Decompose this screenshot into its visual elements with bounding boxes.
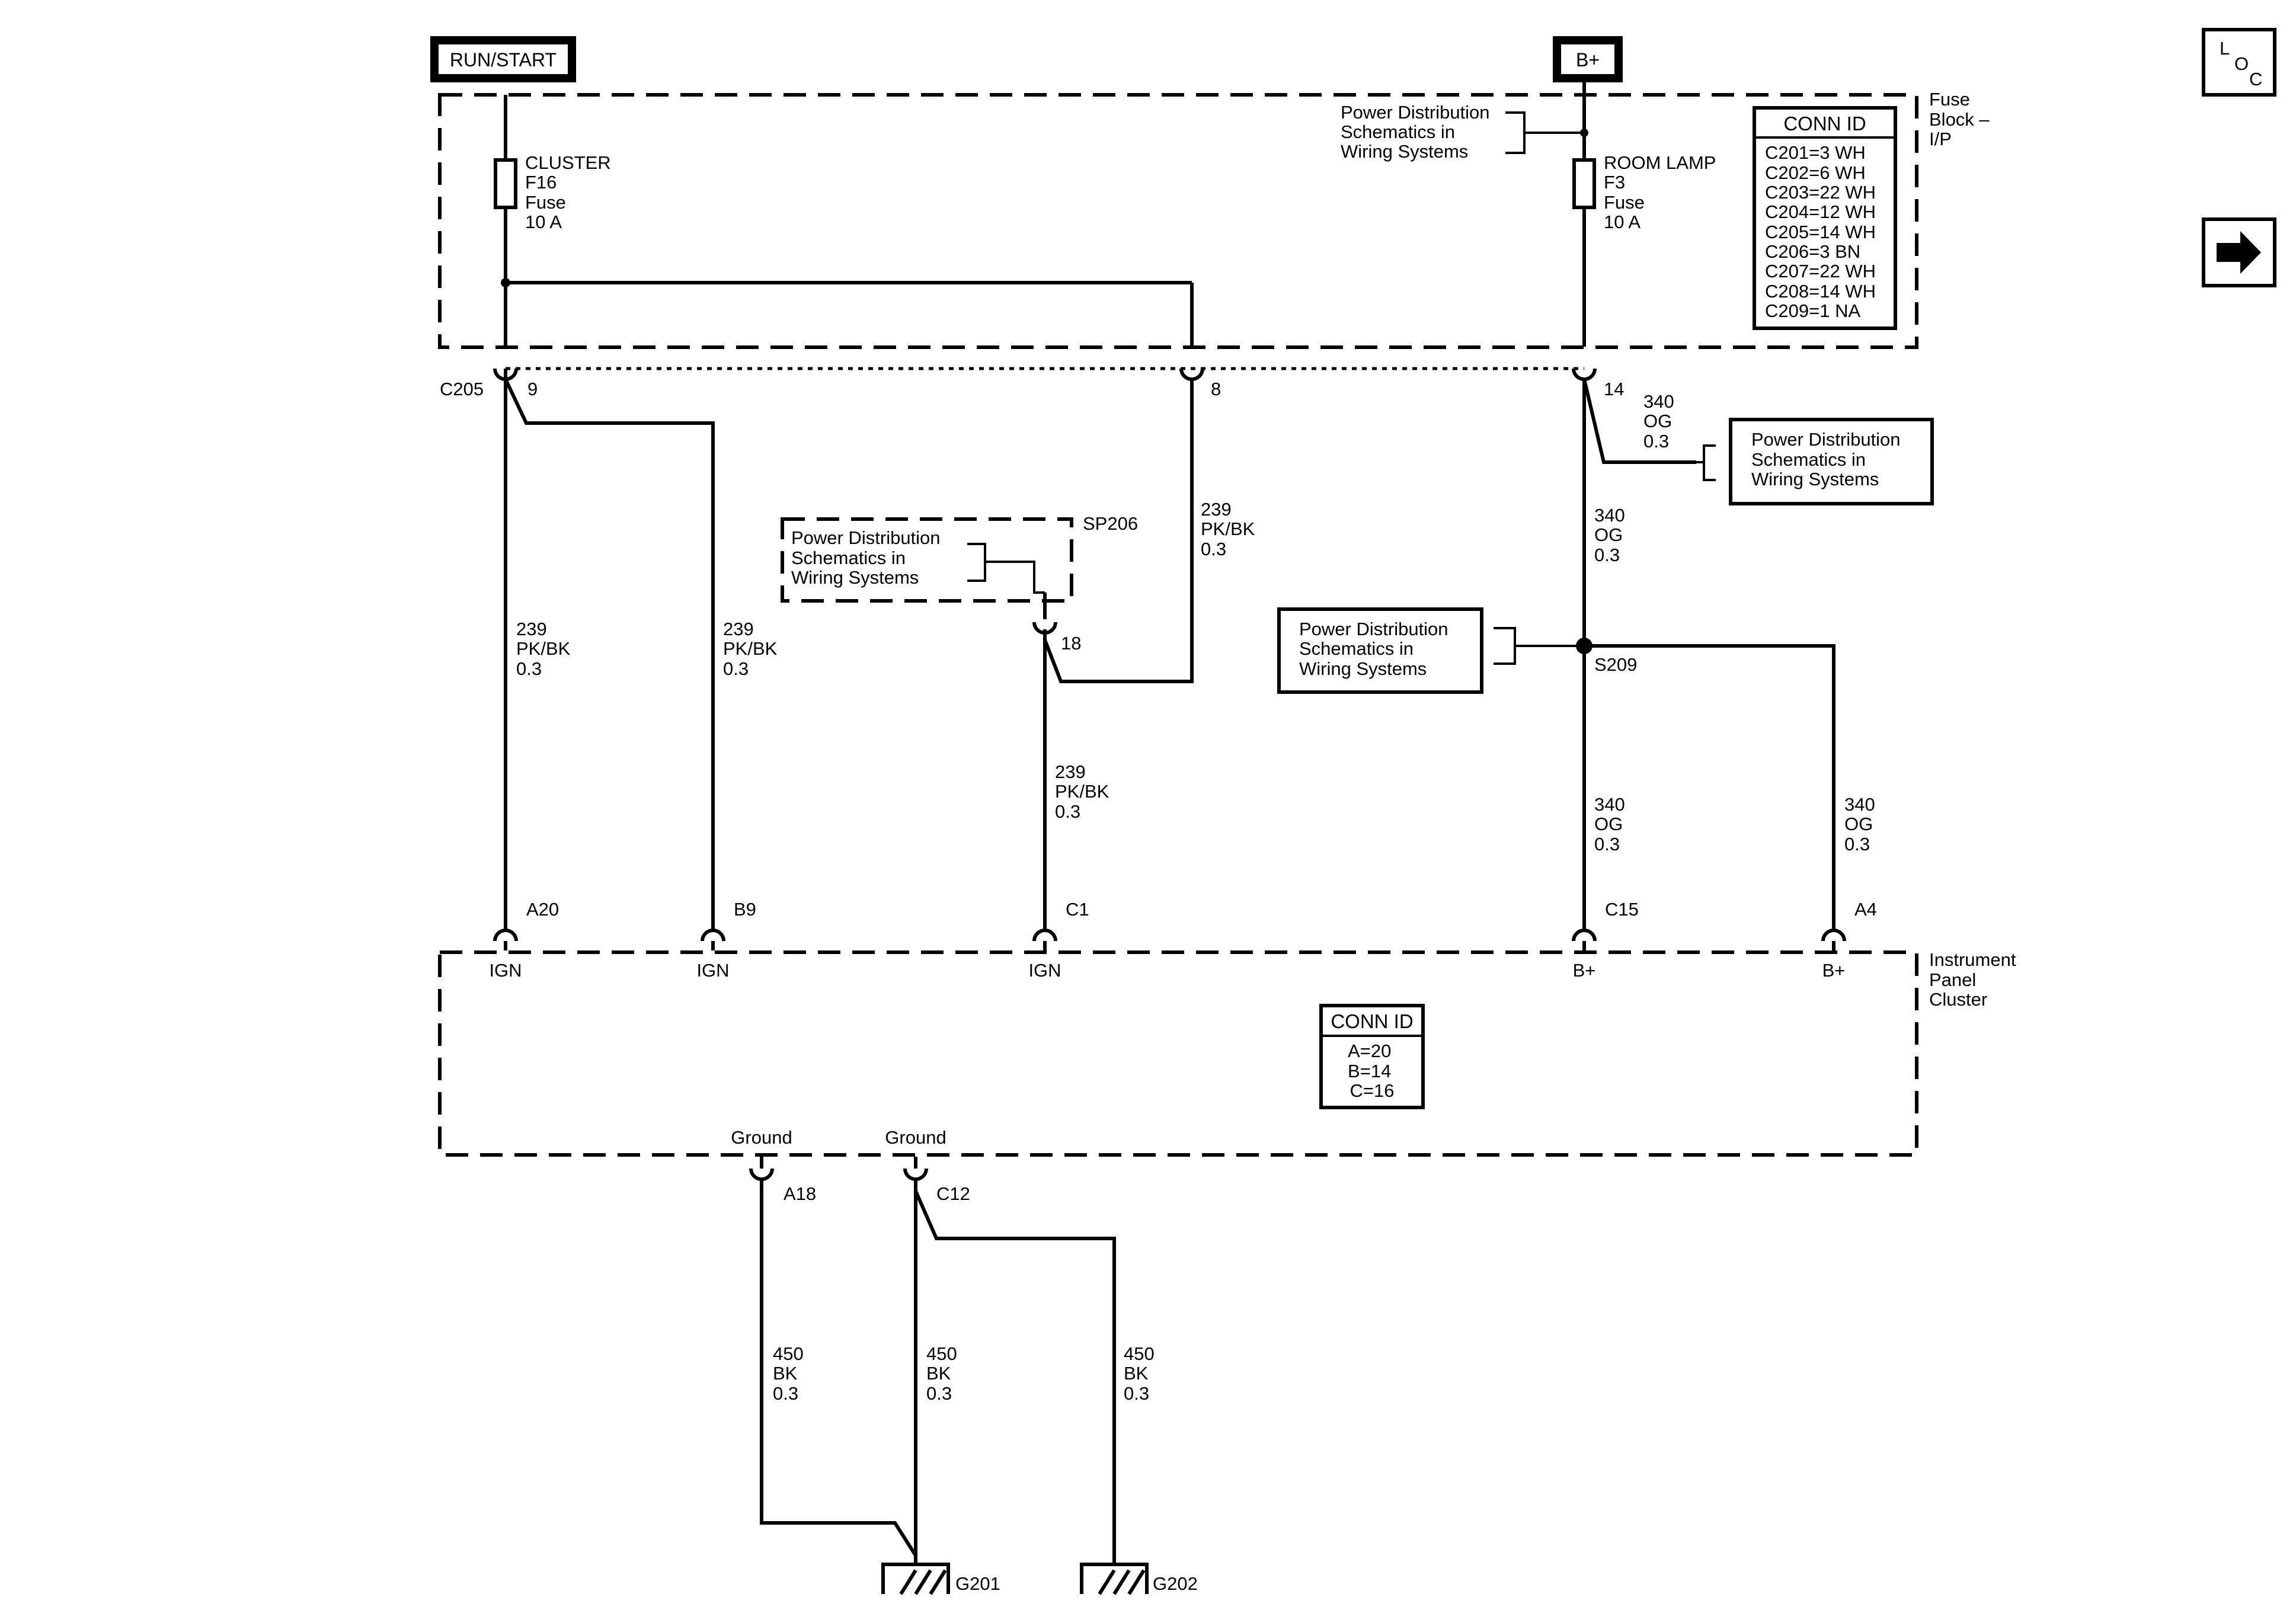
pin-9-label: 9 (527, 379, 538, 399)
svg-text:Ground: Ground (885, 1127, 946, 1148)
pin-8-label: 8 (1211, 379, 1221, 399)
fuse-block-conn-id: CONN ID C201=3 WH C202=6 WH C203=22 WH C… (1753, 106, 1897, 330)
ground-g202-icon: G202 (1080, 1563, 1198, 1595)
svg-text:Ground: Ground (731, 1127, 792, 1148)
loc-letter-c: C (2249, 69, 2262, 89)
power-dist-ref-top: Power Distribution Schematics in Wiring … (1341, 102, 1495, 162)
svg-text:A20: A20 (526, 899, 559, 920)
s209-label: S209 (1594, 654, 1637, 675)
wire-label-450-a: 450 BK 0.3 (773, 1343, 808, 1404)
power-dist-ref-right: Power Distribution Schematics in Wiring … (1751, 429, 1905, 489)
cluster-conn-id: CONN ID A=20 B=14 C=16 (1319, 1004, 1425, 1109)
fuse-cluster-label: CLUSTER F16 Fuse 10 A (525, 152, 616, 232)
fuse-room-lamp-symbol (1572, 158, 1596, 209)
cluster-pin-c1: C1 IGN (1028, 899, 1089, 981)
cluster-pin-a4: A4 B+ (1821, 899, 1877, 981)
fuse-cluster-symbol (494, 158, 517, 209)
b-plus-source: B+ (1553, 36, 1623, 82)
loc-letter-o: O (2234, 53, 2249, 74)
wire-label-450-b: 450 BK 0.3 (926, 1343, 962, 1404)
conn-id-rows: C201=3 WH C202=6 WH C203=22 WH C204=12 W… (1765, 142, 1881, 321)
svg-text:CONN ID: CONN ID (1331, 1010, 1413, 1032)
svg-text:C12: C12 (936, 1183, 970, 1204)
svg-text:A4: A4 (1854, 899, 1877, 920)
c205-pin-8-terminal (1179, 368, 1204, 381)
svg-text:IGN: IGN (1028, 960, 1061, 981)
sp206-pin-18-terminal (1032, 622, 1057, 635)
sp206-pin-18-label: 18 (1061, 633, 1081, 654)
arrow-right-icon (2217, 231, 2261, 274)
fuse-block-label: Fuse Block – I/P (1929, 89, 1994, 149)
wire-label-239-c: 239 PK/BK 0.3 (1201, 499, 1260, 559)
c205-pin-14-terminal (1572, 368, 1597, 381)
wire-label-239-b: 239 PK/BK 0.3 (723, 619, 782, 679)
ground-g201-icon: G201 (881, 1563, 1000, 1595)
svg-text:IGN: IGN (696, 960, 729, 981)
wire-label-340-c: 340 OG 0.3 (1594, 794, 1630, 854)
next-page-button[interactable] (2202, 217, 2276, 287)
fuse-block-outline (438, 93, 1918, 349)
loc-button[interactable]: L O C (2202, 28, 2276, 97)
wire-label-340-d: 340 OG 0.3 (1844, 794, 1880, 854)
s209-splice (1576, 638, 1593, 654)
pin-14-label: 14 (1604, 379, 1624, 399)
svg-text:B9: B9 (734, 899, 756, 920)
g201-label: G201 (955, 1573, 1000, 1594)
power-dist-ref-box-right (1729, 418, 1934, 505)
power-dist-ref-s209: Power Distribution Schematics in Wiring … (1299, 619, 1453, 679)
svg-text:B+: B+ (1822, 960, 1846, 981)
fuse-room-lamp-label: ROOM LAMP F3 Fuse 10 A (1604, 152, 1721, 232)
wire-label-340-b: 340 OG 0.3 (1594, 505, 1630, 565)
power-dist-ref-sp206: Power Distribution Schematics in Wiring … (791, 527, 945, 588)
wire-label-450-c: 450 BK 0.3 (1124, 1343, 1159, 1404)
splice-dot (501, 278, 510, 287)
svg-text:A18: A18 (784, 1183, 816, 1204)
wire-label-239-a: 239 PK/BK 0.3 (516, 619, 575, 679)
wire-label-340-a: 340 OG 0.3 (1643, 391, 1679, 452)
wire-label-239-d: 239 PK/BK 0.3 (1055, 761, 1114, 822)
svg-text:A=20 B=14 C=16: A=20 B=14 C=16 (1348, 1041, 1396, 1101)
sp206-label: SP206 (1083, 513, 1138, 534)
run-start-source: RUN/START (430, 36, 576, 82)
c205-label: C205 (440, 379, 484, 399)
cluster-ground-c12: Ground C12 (885, 1127, 970, 1204)
cluster-pin-b9: B9 IGN (696, 899, 756, 981)
g202-label: G202 (1153, 1573, 1198, 1594)
loc-letter-l: L (2220, 38, 2230, 59)
cluster-pin-c15: C15 B+ (1572, 899, 1639, 981)
svg-text:C15: C15 (1605, 899, 1639, 920)
instrument-panel-cluster-outline (438, 950, 1918, 1157)
run-start-label: RUN/START (450, 49, 557, 71)
svg-text:C1: C1 (1066, 899, 1089, 920)
power-dist-ref-box-s209 (1277, 607, 1483, 694)
b-plus-label: B+ (1576, 49, 1600, 71)
conn-id-title: CONN ID (1783, 113, 1866, 135)
svg-text:IGN: IGN (489, 960, 522, 981)
cluster-label: Instrument Panel Cluster (1929, 949, 2021, 1010)
sp206-box (781, 517, 1073, 603)
svg-text:B+: B+ (1573, 960, 1596, 981)
cluster-pin-a20: A20 IGN (489, 899, 559, 981)
cluster-ground-a18: Ground A18 (731, 1127, 816, 1204)
